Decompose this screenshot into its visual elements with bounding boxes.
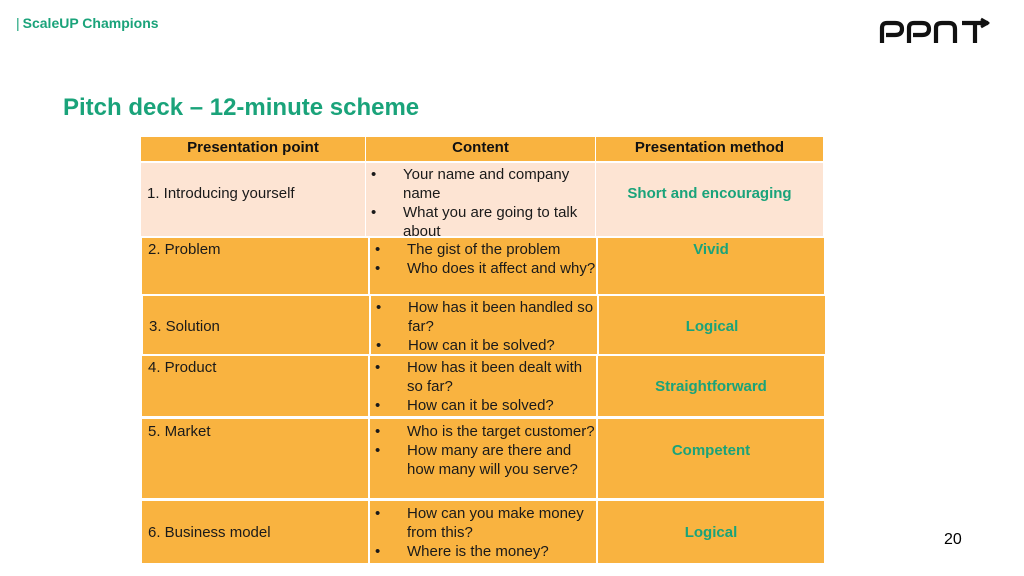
brand-text: ScaleUP Champions xyxy=(22,15,159,31)
bullet-list: The gist of the problem Who does it affe… xyxy=(370,240,596,278)
list-item: What you are going to talk about xyxy=(366,203,595,241)
list-item: How can you make money from this? xyxy=(370,504,596,542)
bullet-list: How has it been dealt with so far? How c… xyxy=(370,358,596,415)
list-item: Who does it affect and why? xyxy=(370,259,596,278)
list-item: How many are there and how many will you… xyxy=(370,441,596,479)
table-row-4-content: How has it been dealt with so far? How c… xyxy=(370,356,596,416)
list-item: The gist of the problem xyxy=(370,240,596,259)
table-row-5-method: Competent xyxy=(598,419,824,498)
list-item: How has it been handled so far? xyxy=(371,298,597,336)
column-header-content: Content xyxy=(366,137,595,161)
column-header-presentation-point: Presentation point xyxy=(141,137,365,161)
bullet-list: How can you make money from this? Where … xyxy=(370,504,596,561)
table-row-3-method: Logical xyxy=(599,296,825,354)
table-row-2-point: 2. Problem xyxy=(142,238,368,294)
table-row-4-method: Straightforward xyxy=(598,356,824,416)
table-row-6-point: 6. Business model xyxy=(142,501,368,563)
table-row-3-content: How has it been handled so far? How can … xyxy=(371,296,597,355)
table-row-2-content: The gist of the problem Who does it affe… xyxy=(370,238,596,294)
list-item: Your name and company name xyxy=(366,165,595,203)
list-item: Who is the target customer? xyxy=(370,422,596,441)
table-row-1-content: Your name and company name What you are … xyxy=(366,163,595,240)
ppnt-logo xyxy=(879,17,990,43)
list-item: How has it been dealt with so far? xyxy=(370,358,596,396)
bullet-list: How has it been handled so far? How can … xyxy=(371,298,597,355)
column-header-presentation-method: Presentation method xyxy=(596,137,823,161)
brand-label: |ScaleUP Champions xyxy=(16,15,159,31)
page-number: 20 xyxy=(944,531,962,548)
table-row-6-method: Logical xyxy=(598,501,824,563)
table-row-6-content: How can you make money from this? Where … xyxy=(370,501,596,563)
list-item: How can it be solved? xyxy=(371,336,597,355)
bullet-list: Your name and company name What you are … xyxy=(366,165,595,241)
list-item: How can it be solved? xyxy=(370,396,596,415)
list-item: Where is the money? xyxy=(370,542,596,561)
table-row-2-method: Vivid xyxy=(598,238,824,294)
table-row-5-point: 5. Market xyxy=(142,419,368,498)
table-row-1-point: 1. Introducing yourself xyxy=(141,163,365,236)
table-row-3-point: 3. Solution xyxy=(143,296,369,354)
slide-title: Pitch deck – 12-minute scheme xyxy=(63,94,420,121)
bullet-list: Who is the target customer? How many are… xyxy=(370,422,596,479)
table-row-5-content: Who is the target customer? How many are… xyxy=(370,419,596,498)
table-row-4-point: 4. Product xyxy=(142,356,368,416)
table-row-1-method: Short and encouraging xyxy=(596,163,823,236)
